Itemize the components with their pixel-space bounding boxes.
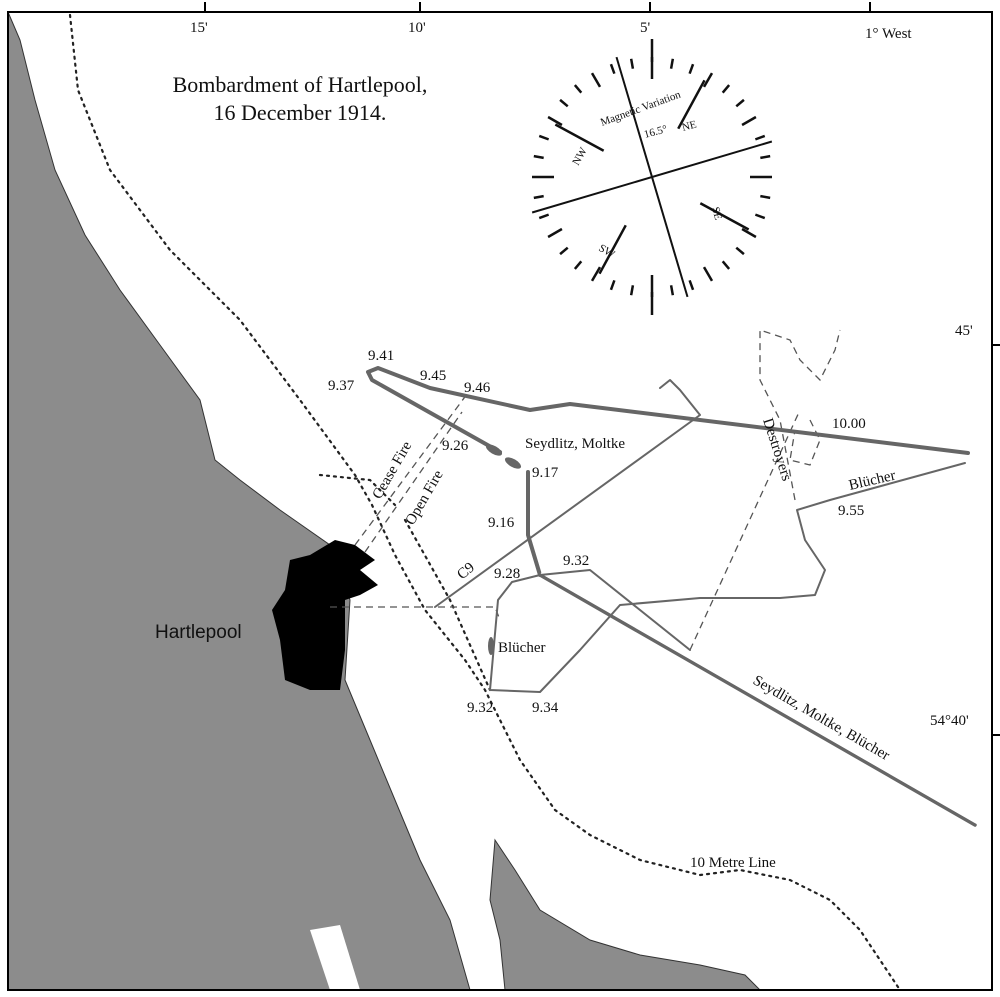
tick-5: 5'	[640, 20, 651, 36]
time-916: 9.16	[488, 515, 515, 531]
time-928: 9.28	[494, 566, 520, 582]
compass-tick	[538, 213, 550, 220]
magnetic-east-line	[531, 140, 773, 214]
moltke-ship	[504, 457, 522, 469]
compass-se: SE	[709, 206, 724, 222]
blucher-track	[489, 462, 966, 693]
compass-tick	[688, 279, 695, 291]
compass-tick	[702, 266, 714, 282]
time-934: 9.34	[532, 700, 559, 716]
compass-rose	[531, 39, 773, 315]
compass-tick	[559, 246, 569, 256]
time-955: 9.55	[838, 503, 864, 519]
label-seydlitz-moltke: Seydlitz, Moltke	[525, 436, 625, 452]
compass-tick	[721, 84, 731, 94]
blucher-ship	[488, 637, 494, 655]
time-917: 9.17	[532, 465, 559, 481]
compass-tick	[538, 134, 550, 141]
compass-tick	[533, 194, 544, 200]
compass-tick	[547, 115, 563, 127]
compass-tick	[741, 227, 757, 239]
compass-tick	[573, 260, 583, 270]
compass-tick	[590, 266, 602, 282]
compass-tick	[590, 72, 602, 88]
ten-metre-line	[68, 13, 902, 992]
destroyer-line	[689, 409, 801, 651]
compass-ne: NE	[681, 118, 699, 133]
time-937: 9.37	[328, 378, 355, 394]
time-945: 9.45	[420, 368, 446, 384]
compass-tick	[688, 63, 695, 75]
squadron-withdrawal-track	[538, 573, 977, 827]
estuary-water	[310, 925, 360, 990]
compass-value: 16.5°	[643, 123, 669, 141]
compass-tick	[559, 98, 569, 108]
compass-tick	[669, 285, 675, 296]
c9-track	[434, 379, 701, 608]
estuary-land	[489, 838, 762, 991]
compass-tick	[547, 227, 563, 239]
time-926: 9.26	[442, 438, 469, 454]
compass-tick	[609, 279, 616, 291]
time-1000: 10.00	[832, 416, 866, 432]
compass-tick	[573, 84, 583, 94]
compass-tick	[760, 194, 771, 200]
compass-tick	[702, 72, 714, 88]
compass-intercardinal-line	[677, 79, 706, 130]
tick-10: 10'	[408, 20, 426, 36]
tick-45: 45'	[955, 323, 973, 339]
compass-tick	[735, 98, 745, 108]
time-932-south: 9.32	[467, 700, 493, 716]
compass-tick	[754, 134, 766, 141]
battlecruiser-track	[366, 366, 970, 577]
cease-fire-line	[354, 389, 471, 546]
compass-tick	[754, 213, 766, 220]
compass-intercardinal-line	[554, 123, 605, 152]
time-946: 9.46	[464, 380, 491, 396]
compass-tick	[629, 58, 635, 69]
title-line-2: 16 December 1914.	[214, 100, 387, 125]
compass-tick	[760, 154, 771, 160]
hartlepool-town	[272, 540, 378, 690]
compass-tick	[669, 58, 675, 69]
tick-15: 15'	[190, 20, 208, 36]
compass-tick	[609, 63, 616, 75]
compass-tick	[629, 285, 635, 296]
compass-tick	[735, 246, 745, 256]
label-10-metre-line: 10 Metre Line	[690, 855, 776, 871]
compass-intercardinal-line	[699, 202, 750, 231]
tick-54-40: 54°40'	[930, 713, 969, 729]
compass-tick	[721, 260, 731, 270]
coast-land	[7, 11, 471, 991]
compass-intercardinal-line	[598, 224, 627, 275]
label-hartlepool: Hartlepool	[155, 622, 242, 643]
blucher-fire-line	[330, 606, 501, 621]
range-dotted	[318, 473, 492, 692]
time-941: 9.41	[368, 348, 394, 364]
compass-tick	[533, 154, 544, 160]
time-932-north: 9.32	[563, 553, 589, 569]
seydlitz-ship	[485, 444, 503, 456]
compass-tick	[741, 115, 757, 127]
tick-1-west: 1° West	[865, 26, 912, 42]
open-fire-line	[364, 411, 463, 553]
label-blucher-coast: Blücher	[498, 640, 545, 656]
title-line-1: Bombardment of Hartlepool,	[173, 72, 428, 97]
